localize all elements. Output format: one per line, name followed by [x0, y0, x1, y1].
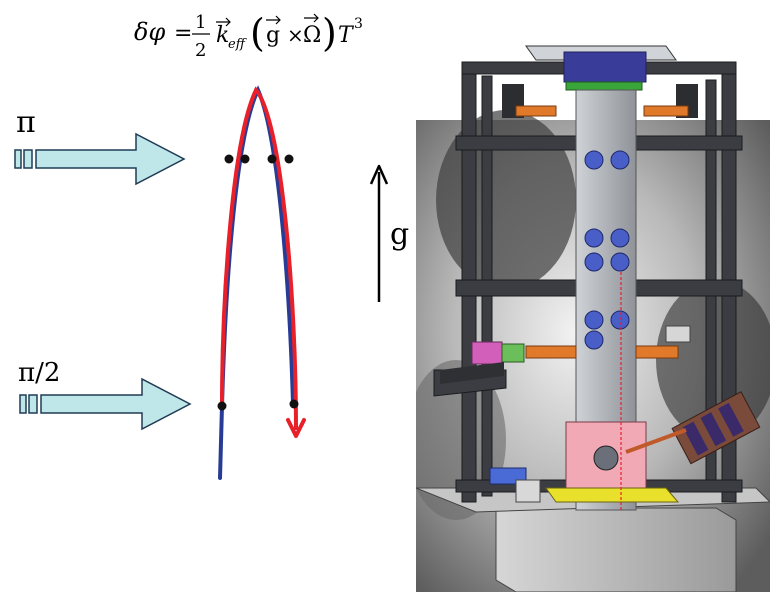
k-vector-arrow-icon — [216, 17, 231, 27]
g-vector-arrow-icon — [266, 15, 281, 25]
formula-omega: Ω — [303, 23, 321, 48]
pi-half-pulse-label: π/2 — [18, 358, 61, 388]
apparatus-illustration — [416, 45, 770, 592]
side-arms — [440, 325, 691, 384]
interferometer-diagram — [14, 85, 389, 480]
formula-equals: = — [174, 21, 192, 46]
dot-pi-half-1 — [217, 401, 227, 411]
dot-pi-1 — [224, 154, 234, 164]
pi-pulse-label: π — [16, 105, 36, 140]
formula-T-exponent: 3 — [354, 16, 363, 32]
interaction-dots — [217, 154, 299, 411]
lower-chamber — [489, 421, 680, 503]
formula-T: T — [338, 23, 355, 48]
formula-denominator: 2 — [195, 40, 206, 61]
pi-half-pulse-arrow-icon — [19, 377, 192, 431]
formula-k: k — [216, 23, 229, 48]
formula-g: g — [266, 23, 280, 48]
dot-pi-3 — [267, 154, 277, 164]
gravity-arrow-icon — [369, 164, 389, 302]
dot-pi-half-2 — [289, 399, 299, 409]
formula-numerator: 1 — [195, 12, 206, 33]
omega-vector-arrow-icon — [304, 13, 319, 23]
top-assembly — [502, 45, 698, 118]
left-paren: ( — [250, 11, 265, 55]
formula-times: × — [287, 23, 304, 47]
tilted-module — [671, 391, 761, 465]
formula-lhs: δφ — [134, 18, 165, 46]
gravity-label: g — [390, 217, 410, 252]
dot-pi-4 — [284, 154, 294, 164]
dot-pi-2 — [240, 154, 250, 164]
right-paren: ) — [322, 11, 337, 55]
blue-trajectory — [218, 85, 295, 480]
laser-beam-tube — [625, 428, 687, 454]
pi-pulse-arrow-icon — [14, 132, 186, 186]
formula-k-subscript: eff — [228, 37, 248, 52]
red-trajectory — [220, 86, 298, 430]
phase-shift-formula: δφ = 1 2 k eff ( g × Ω ) T 3 — [134, 11, 363, 61]
red-trajectory-arrowhead-icon — [286, 418, 306, 438]
